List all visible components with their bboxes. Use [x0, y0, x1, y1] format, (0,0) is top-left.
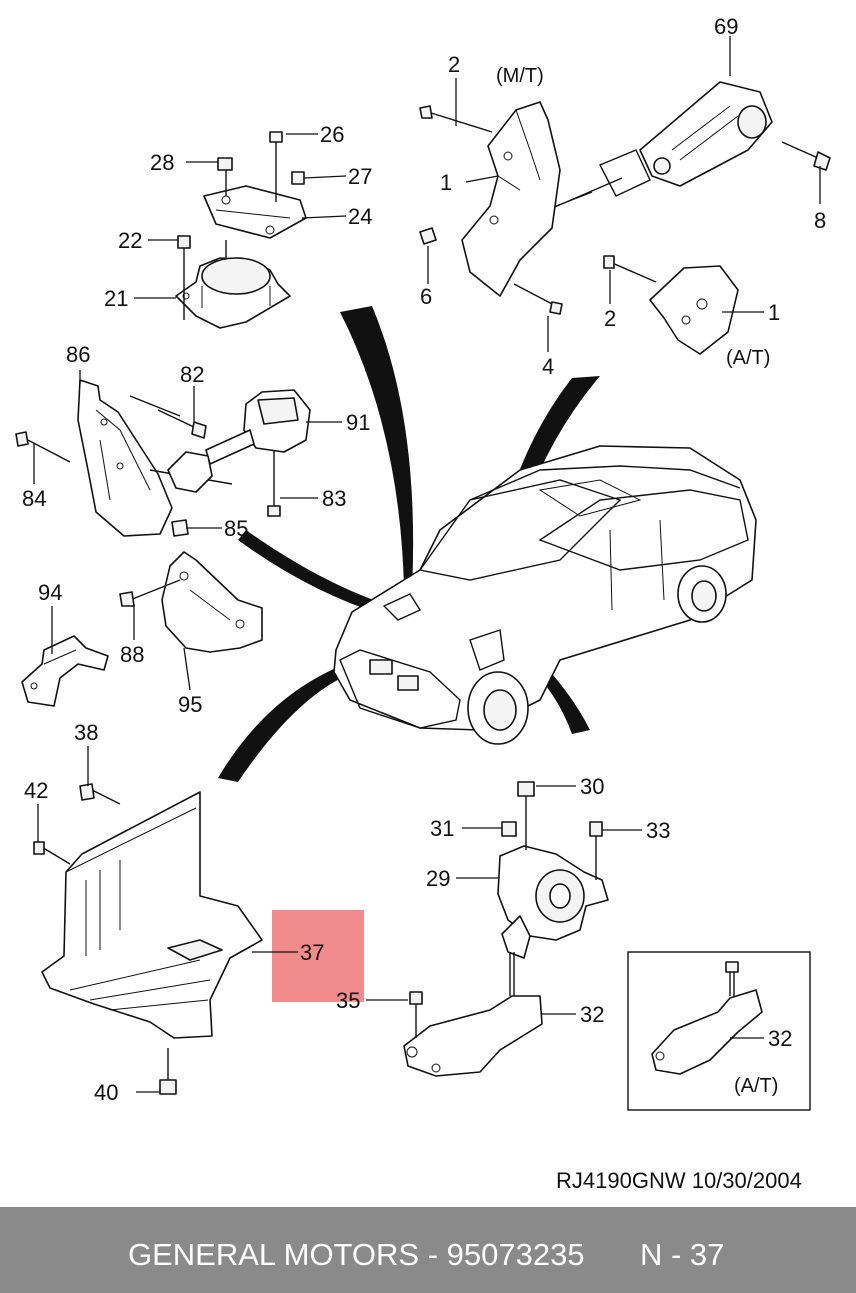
callout-88: 88 — [120, 642, 144, 667]
callout-29: 29 — [426, 866, 450, 891]
bracket-95 — [119, 551, 263, 653]
callout-1-mt: 1 — [440, 170, 452, 195]
rear-wheel — [677, 565, 727, 623]
callout-84: 84 — [22, 486, 46, 511]
car-illustration — [333, 445, 757, 745]
callout-31: 31 — [430, 816, 454, 841]
callout-28: 28 — [150, 150, 174, 175]
engine-mount-upper — [175, 131, 307, 329]
callout-38: 38 — [74, 720, 98, 745]
document-reference: RJ4190GNW 10/30/2004 — [556, 1168, 802, 1193]
callout-42: 42 — [24, 778, 48, 803]
callout-94: 94 — [38, 580, 62, 605]
callout-2-at: 2 — [604, 306, 616, 331]
callout-37: 37 — [300, 940, 324, 965]
callout-4: 4 — [542, 354, 554, 379]
clamp-94 — [21, 635, 109, 707]
callout-69: 69 — [714, 14, 738, 39]
annotation-mt: (M/T) — [496, 65, 544, 87]
callout-83: 83 — [322, 486, 346, 511]
front-wheel — [467, 671, 529, 745]
callout-2-mt: 2 — [448, 52, 460, 77]
callout-1-at: 1 — [768, 300, 780, 325]
callout-24: 24 — [348, 204, 372, 229]
callout-91: 91 — [346, 410, 370, 435]
callout-30: 30 — [580, 774, 604, 799]
highlight-box-37 — [272, 910, 364, 1002]
callout-32-at: 32 — [768, 1026, 792, 1051]
callout-95: 95 — [178, 692, 202, 717]
callout-35: 35 — [336, 988, 360, 1013]
callout-6: 6 — [420, 284, 432, 309]
at-bracket — [603, 255, 739, 355]
callout-85: 85 — [224, 516, 248, 541]
mt-bracket — [419, 101, 563, 315]
at-inset-frame — [627, 951, 811, 1111]
callout-82: 82 — [180, 362, 204, 387]
front-mount-assembly — [15, 379, 311, 537]
callout-32: 32 — [580, 1002, 604, 1027]
transmission-mount — [497, 781, 609, 959]
callout-27: 27 — [348, 164, 372, 189]
at-inset-bracket — [651, 961, 763, 1075]
callout-33: 33 — [646, 818, 670, 843]
parts-diagram: 69 2 (M/T) 1 6 4 8 2 1 (A/T) 26 28 27 24… — [15, 14, 831, 1111]
annotation-at-top: (A/T) — [726, 347, 770, 369]
splash-shield — [33, 783, 263, 1095]
annotation-at-inset: (A/T) — [734, 1075, 778, 1097]
footer-page-number: N - 37 — [640, 1237, 725, 1272]
footer-brand-part-number: GENERAL MOTORS - 95073235 — [128, 1237, 585, 1272]
callout-labels: 69 2 (M/T) 1 6 4 8 2 1 (A/T) 26 28 27 24… — [22, 14, 826, 1105]
callout-22: 22 — [118, 228, 142, 253]
footer-bar: GENERAL MOTORS - 95073235 N - 37 — [0, 1207, 856, 1293]
callout-86: 86 — [66, 342, 90, 367]
callout-40: 40 — [94, 1080, 118, 1105]
callout-21: 21 — [104, 286, 128, 311]
leader-lines — [33, 36, 821, 1093]
callout-8: 8 — [814, 208, 826, 233]
callout-26: 26 — [320, 122, 344, 147]
rear-mount-rod — [519, 81, 831, 223]
mount-bracket-32 — [403, 952, 543, 1077]
front-grille — [369, 659, 419, 691]
